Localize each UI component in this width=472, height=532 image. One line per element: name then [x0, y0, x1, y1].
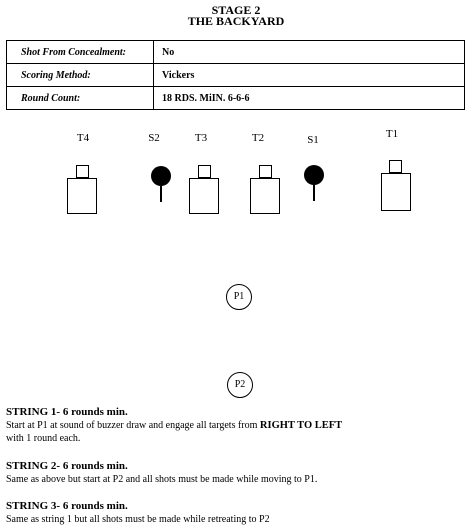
target-t3-head	[198, 165, 211, 178]
target-t4-body	[67, 178, 97, 214]
string-3-title: STRING 3- 6 rounds min.	[6, 500, 128, 512]
string-1-direction: RIGHT TO LEFT	[259, 420, 343, 431]
string-1-title: STRING 1- 6 rounds min.	[6, 406, 128, 418]
target-t1-body	[381, 173, 411, 211]
target-t2-label: T2	[251, 132, 265, 144]
scoring-method-label: Scoring Method:	[6, 63, 154, 87]
target-t3-label: T3	[194, 132, 208, 144]
target-t2-body	[250, 178, 280, 214]
target-t2-head	[259, 165, 272, 178]
position-p1: P1	[226, 284, 252, 310]
target-t1-label: T1	[385, 128, 399, 140]
stage-info-table: Shot From Concealment: No Scoring Method…	[6, 40, 465, 110]
table-row: Shot From Concealment: No	[6, 40, 465, 64]
steel-s2-post	[160, 186, 162, 202]
target-t1-head	[389, 160, 402, 173]
round-count-label: Round Count:	[6, 86, 154, 110]
table-row: Round Count: 18 RDS. MiIN. 6-6-6	[6, 86, 465, 110]
string-1-description-cont: with 1 round each.	[6, 433, 81, 444]
stage-number: STAGE 2	[211, 3, 261, 17]
concealment-label: Shot From Concealment:	[6, 40, 154, 64]
target-t4-head	[76, 165, 89, 178]
string-2-title: STRING 2- 6 rounds min.	[6, 460, 128, 472]
target-t4-label: T4	[76, 132, 90, 144]
steel-s1-plate	[304, 165, 324, 185]
steel-s2-plate	[151, 166, 171, 186]
round-count-value: 18 RDS. MiIN. 6-6-6	[153, 86, 465, 110]
string-3-description: Same as string 1 but all shots must be m…	[6, 514, 270, 525]
string-2-description: Same as above but start at P2 and all sh…	[6, 474, 318, 485]
table-row: Scoring Method: Vickers	[6, 63, 465, 87]
steel-s1-post	[313, 185, 315, 201]
scoring-method-value: Vickers	[153, 63, 465, 87]
position-p2: P2	[227, 372, 253, 398]
string-1-text: Start at P1 at sound of buzzer draw and …	[6, 420, 260, 431]
concealment-value: No	[153, 40, 465, 64]
stage-name: THE BACKYARD	[187, 14, 285, 28]
target-t3-body	[189, 178, 219, 214]
steel-s2-label: S2	[148, 132, 160, 144]
string-1-description: Start at P1 at sound of buzzer draw and …	[6, 420, 446, 432]
steel-s1-label: S1	[307, 134, 319, 146]
